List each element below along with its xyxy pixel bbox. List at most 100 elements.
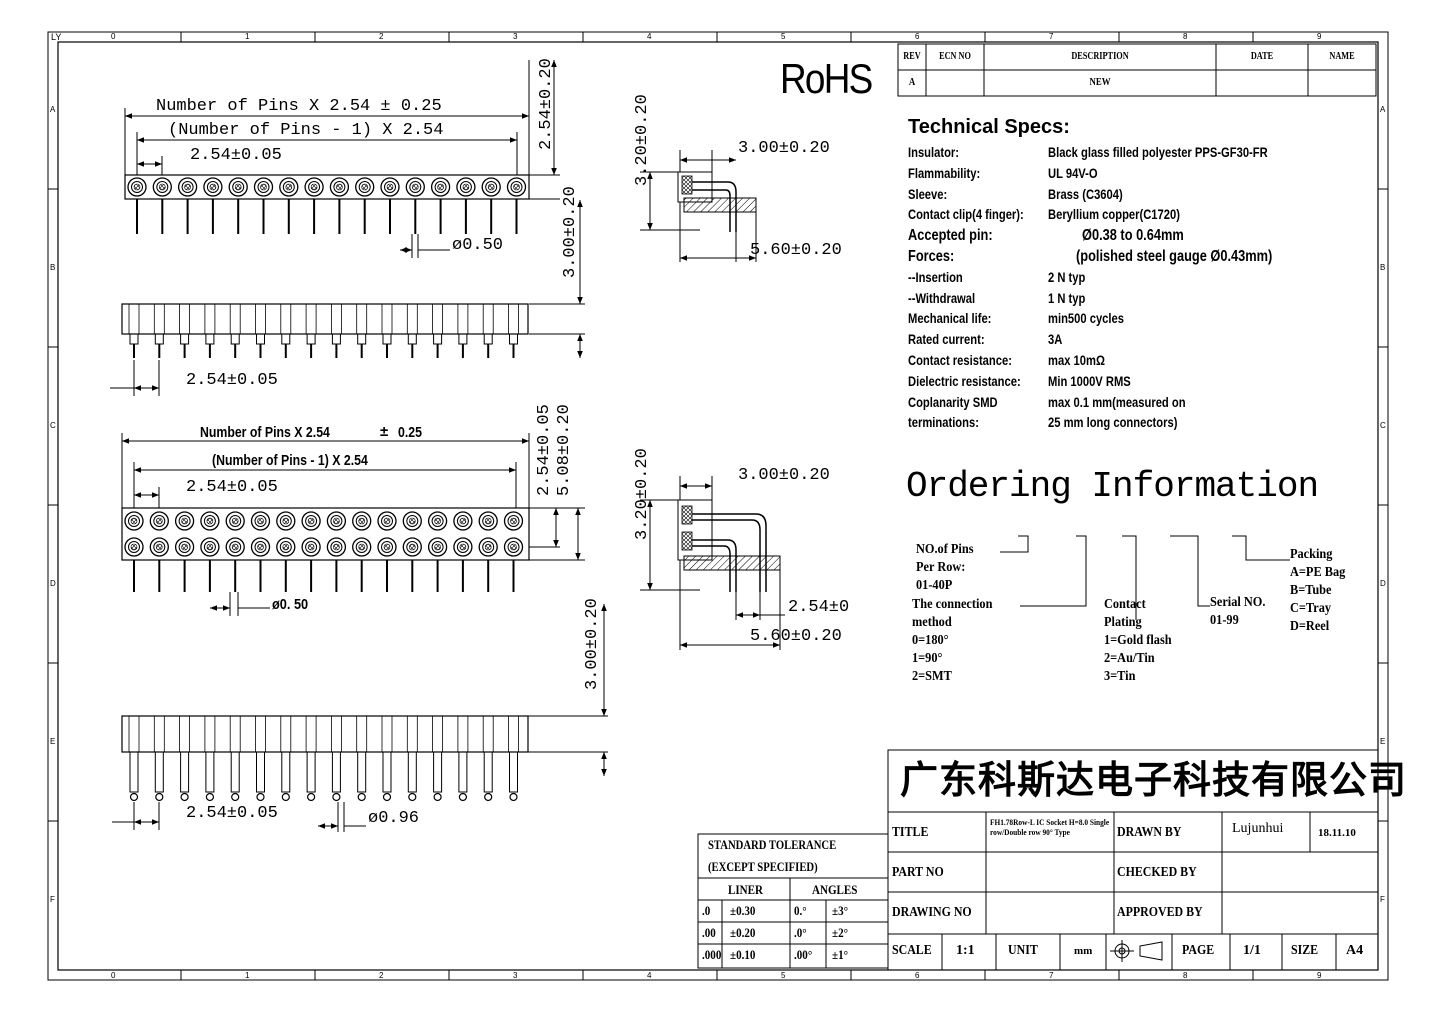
socket-hole [301, 537, 321, 557]
dim-profile1-width2: 5.60±0.20 [750, 241, 842, 260]
side-pin-collar [331, 333, 341, 345]
dim-top-pinlen: 3.00±0.20 [561, 186, 580, 278]
frame-row-label: D [1380, 579, 1386, 588]
socket-hole [200, 511, 220, 531]
ordering-contact-line: 2=Au/Tin [1104, 651, 1155, 666]
frame-col-label: 9 [1317, 971, 1322, 980]
side-pin-tip [180, 792, 189, 802]
socket-hole [149, 537, 169, 557]
side-pin-collar [357, 333, 367, 345]
side-pin-tip [357, 792, 366, 802]
ordering-leaders [1000, 535, 1290, 620]
socket-contact [434, 517, 441, 525]
socket-hole-inner [203, 541, 216, 553]
dim-top-total: Number of Pins X 2.54 ± 0.25 [156, 97, 442, 116]
double-row-top-view [121, 507, 530, 592]
ordering-packing-line: A=PE Bag [1290, 565, 1346, 580]
double-housing [121, 507, 530, 561]
spec-key: Rated current: [908, 331, 985, 348]
socket-hole [329, 177, 350, 197]
frame-col-label: 8 [1183, 32, 1188, 41]
dim-profile1-height: 3.20±0.20 [633, 94, 652, 186]
projection-symbol-icon [1110, 940, 1163, 962]
side-pin-collar [129, 333, 139, 345]
socket-hole-inner [305, 515, 318, 527]
socket-hole-inner [409, 181, 422, 193]
revision-header: DESCRIPTION [1071, 50, 1129, 62]
socket-hole-inner [330, 515, 343, 527]
side-pin-tip [231, 792, 240, 802]
socket-hole [177, 177, 198, 197]
side-pin-body [129, 751, 139, 793]
socket-hole [174, 511, 195, 531]
socket-contact [257, 517, 264, 525]
spec-value: Ø0.38 to 0.64mm [1082, 227, 1184, 245]
revision-header: NAME [1329, 50, 1355, 62]
socket-hole [503, 511, 524, 531]
socket-hole [301, 511, 321, 531]
frame-row-label: C [1380, 421, 1386, 430]
socket-hole-inner [482, 515, 495, 527]
specs-title: Technical Specs: [908, 116, 1070, 138]
side-pin-body [230, 751, 240, 793]
socket-hole-inner [510, 181, 523, 193]
socket-hole-inner [178, 541, 191, 553]
socket-contact [336, 183, 343, 191]
socket-contact [234, 183, 242, 191]
socket-hole [228, 177, 248, 197]
revision-cell: A [908, 76, 916, 88]
frame-row-label: A [50, 105, 56, 114]
socket-hole-inner [229, 541, 242, 553]
dim-profile1-width1: 3.00±0.20 [738, 139, 830, 158]
socket-hole [481, 177, 501, 197]
spec-value: Min 1000V RMS [1048, 372, 1131, 389]
frame-col-label: 2 [379, 971, 384, 980]
frame-row-label: B [1380, 263, 1386, 272]
socket-hole [124, 511, 144, 531]
dim-mid-dia: ø0. 50 [272, 596, 309, 613]
ordering-connection-line: 1=90° [912, 651, 943, 666]
profile-pin [692, 181, 737, 232]
socket-contact [159, 183, 166, 191]
profile-sleeve [681, 175, 693, 195]
side-pin-body [154, 751, 164, 793]
side-pin-tip [307, 792, 316, 802]
socket-hole-inner [254, 515, 267, 527]
socket-hole [402, 537, 422, 557]
socket-hole [430, 177, 451, 197]
socket-hole-inner [406, 541, 419, 553]
frame-corner-label: LY [51, 32, 62, 42]
side-pin-collar [433, 333, 443, 345]
dim-mid-total-b: ± [380, 423, 389, 440]
ordering-packing-line: C=Tray [1290, 601, 1332, 616]
socket-contact [260, 183, 267, 191]
spec-value: 1 N typ [1048, 289, 1086, 306]
tolerance-title-2: (EXCEPT SPECIFIED) [708, 859, 818, 874]
dim-top-height: 2.54±0.20 [537, 58, 556, 150]
dimension-lines [110, 60, 785, 832]
side-pin-tip [433, 792, 442, 802]
side-pin-collar [256, 333, 265, 345]
side-pin-tip [458, 792, 467, 802]
frame-col-label: 2 [379, 32, 384, 41]
revision-header: REV [903, 50, 921, 62]
unit-label: UNIT [1008, 943, 1038, 958]
socket-hole-inner [156, 181, 169, 193]
socket-contact [133, 183, 141, 191]
side-pin-tip [281, 792, 290, 802]
size-value: A4 [1346, 943, 1364, 958]
frame-row-label: F [1380, 895, 1385, 904]
frame-row-label: C [50, 421, 56, 430]
socket-contact [383, 543, 391, 551]
ordering-pins-line: 01-40P [916, 578, 953, 593]
ordering-connection-line: The connection [912, 597, 993, 612]
socket-hole [355, 177, 375, 197]
socket-contact [408, 543, 416, 551]
title-value: FH1.78Row-L IC Socket H=8.0 Single row/D… [990, 818, 1110, 837]
side-pin-body [331, 751, 341, 793]
socket-hole [427, 537, 448, 557]
dim-profile2-width2: 5.60±0.20 [750, 627, 842, 646]
socket-hole [326, 537, 347, 557]
side-pin-tip [129, 792, 139, 802]
